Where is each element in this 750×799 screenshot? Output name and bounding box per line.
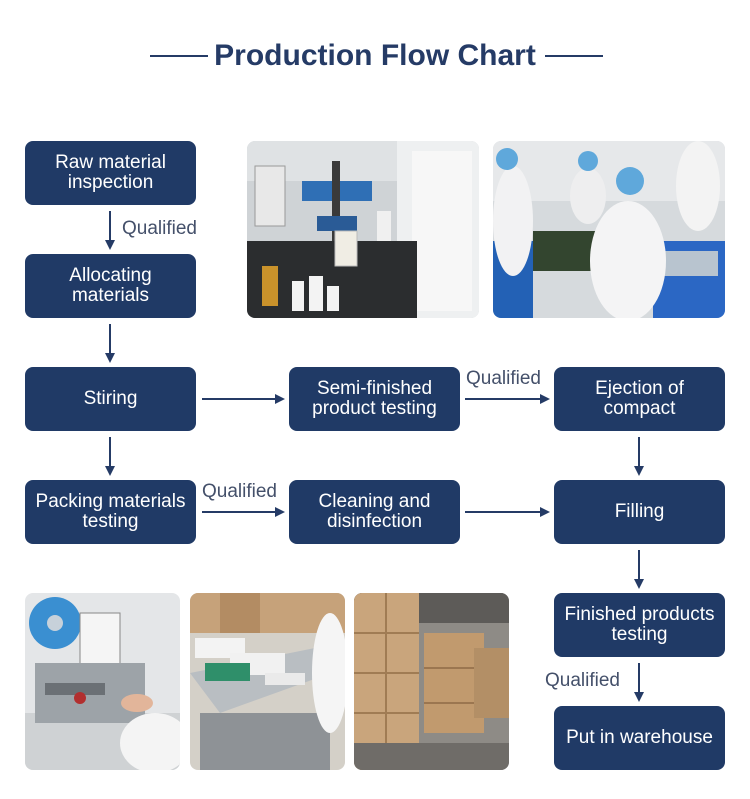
step-label: Packing materials testing xyxy=(35,491,186,532)
qualified-label: Qualified xyxy=(466,368,541,389)
step-cleaning-disinfection: Cleaning and disinfection xyxy=(289,480,460,544)
title-rule-right xyxy=(545,55,603,57)
step-raw-material-inspection: Raw material inspection xyxy=(25,141,196,205)
step-label: Allocating materials xyxy=(69,265,152,306)
step-label: Semi-finished product testing xyxy=(312,378,437,419)
step-label: Cleaning and disinfection xyxy=(318,491,431,532)
conveyor-line-photo xyxy=(190,593,345,770)
step-filling: Filling xyxy=(554,480,725,544)
step-label: Finished products testing xyxy=(564,604,715,645)
step-label: Put in warehouse xyxy=(566,727,713,748)
step-put-in-warehouse: Put in warehouse xyxy=(554,706,725,770)
warehouse-boxes-photo xyxy=(354,593,509,770)
title-rule-left xyxy=(150,55,208,57)
step-ejection-of-compact: Ejection of compact xyxy=(554,367,725,431)
step-label: Raw material inspection xyxy=(55,152,166,193)
title-area: Production Flow Chart xyxy=(0,36,750,76)
step-label: Stiring xyxy=(83,388,138,409)
qualified-label: Qualified xyxy=(202,481,277,502)
labeling-machine-photo xyxy=(25,593,180,770)
step-finished-products-testing: Finished products testing xyxy=(554,593,725,657)
step-label: Ejection of compact xyxy=(595,378,684,419)
step-stiring: Stiring xyxy=(25,367,196,431)
step-label: Filling xyxy=(614,501,665,522)
step-packing-materials-testing: Packing materials testing xyxy=(25,480,196,544)
qualified-label: Qualified xyxy=(122,218,197,239)
step-allocating-materials: Allocating materials xyxy=(25,254,196,318)
step-semi-finished-testing: Semi-finished product testing xyxy=(289,367,460,431)
page-title: Production Flow Chart xyxy=(214,39,536,72)
lab-stirrer-photo xyxy=(247,141,479,318)
qualified-label: Qualified xyxy=(545,670,620,691)
workshop-workers-photo xyxy=(493,141,725,318)
